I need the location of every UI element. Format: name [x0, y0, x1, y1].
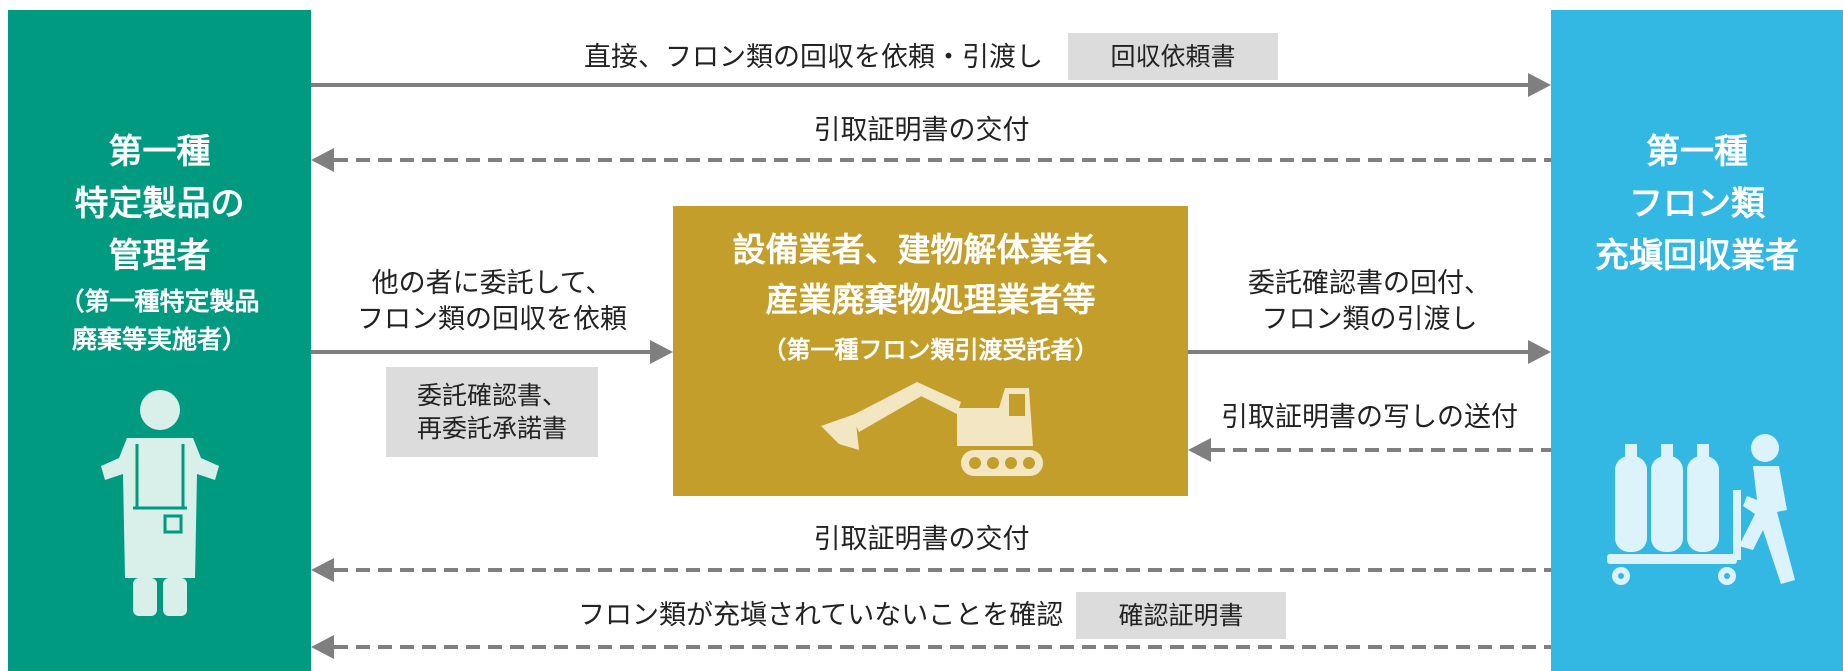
- left-entity-sub-2: 廃棄等実施者）: [71, 325, 247, 354]
- not-filled-arrowhead: [311, 635, 334, 659]
- center-entity-box: 設備業者、建物解体業者、 産業廃棄物処理業者等 （第一種フロン類引渡受託者）: [673, 206, 1188, 496]
- copy-send-label: 引取証明書の写しの送付: [1221, 402, 1518, 433]
- gas-cylinder-handcart-icon: [1607, 434, 1795, 585]
- copy-send-arrowhead: [1188, 438, 1211, 462]
- entrust-request-label-1: 他の者に委託して、: [371, 268, 613, 299]
- certificate-top-arrowhead: [311, 148, 334, 172]
- certificate-top-label: 引取証明書の交付: [813, 115, 1030, 146]
- confirm-handover-label-2: フロン類の引渡し: [1261, 304, 1478, 335]
- confirmation-document-badge: 確認証明書: [1076, 592, 1286, 639]
- entrust-document-badge: 委託確認書、 再委託承諾書: [386, 367, 598, 457]
- certificate-bottom-arrowhead: [311, 558, 334, 582]
- confirm-handover-label-1: 委託確認書の回付、: [1248, 268, 1491, 299]
- entrust-request-arrowhead: [650, 340, 673, 364]
- left-entity-sub-1: （第一種特定製品: [59, 287, 260, 316]
- right-entity-title-1: 第一種: [1646, 132, 1748, 172]
- left-entity-panel: 第一種 特定製品の 管理者 （第一種特定製品 廃棄等実施者）: [8, 10, 311, 671]
- excavator-icon: [821, 382, 1043, 476]
- certificate-bottom-label: 引取証明書の交付: [813, 524, 1030, 555]
- right-entity-title-2: フロン類: [1629, 184, 1765, 224]
- entrust-request-label-2: フロン類の回収を依頼: [357, 304, 627, 335]
- center-entity-title-2: 産業廃棄物処理業者等: [765, 280, 1096, 319]
- direct-request-arrowhead: [1528, 73, 1551, 97]
- confirm-handover-arrowhead: [1528, 340, 1551, 364]
- worker-apron-icon: [101, 390, 219, 616]
- not-filled-label: フロン類が充塡されていないことを確認: [578, 600, 1064, 631]
- entrust-document-line-1: 委託確認書、: [416, 381, 567, 410]
- direct-request-label: 直接、フロン類の回収を依頼・引渡し: [584, 42, 1043, 73]
- left-entity-title-3: 管理者: [108, 236, 211, 276]
- right-entity-panel: 第一種 フロン類 充塡回収業者: [1551, 10, 1843, 671]
- center-entity-title-1: 設備業者、建物解体業者、: [732, 230, 1129, 269]
- left-entity-title-1: 第一種: [108, 132, 211, 172]
- left-entity-title-2: 特定製品の: [74, 184, 245, 224]
- entrust-document-line-2: 再委託承諾書: [416, 414, 567, 443]
- center-entity-sub: （第一種フロン類引渡受託者）: [762, 336, 1099, 364]
- request-document-badge: 回収依頼書: [1068, 33, 1278, 80]
- right-entity-title-3: 充塡回収業者: [1595, 236, 1799, 276]
